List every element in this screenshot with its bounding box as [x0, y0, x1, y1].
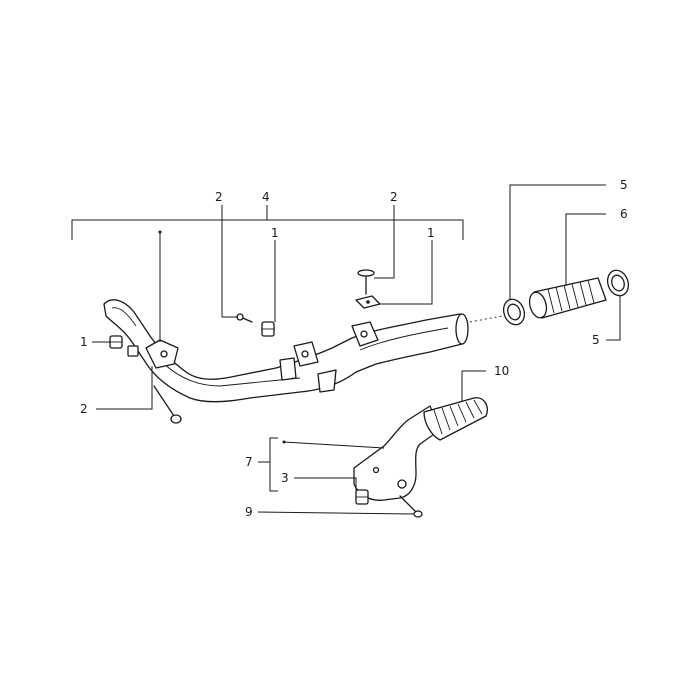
nut-upper-mid	[261, 321, 275, 337]
callout-7: 7	[245, 455, 253, 469]
pipe-foot-right	[317, 369, 337, 393]
callout-3: 3	[281, 471, 289, 485]
lower-pipe	[353, 405, 441, 501]
callout-2-left: 2	[80, 402, 88, 416]
callout-labels: 1 2 2 4 1 2 1 5 6 5 10 7 3 9	[80, 178, 628, 519]
bolt-upper-mid	[236, 313, 253, 323]
rubber-boot	[528, 277, 607, 319]
callout-5-top: 5	[620, 178, 628, 192]
pipe-foot-left	[279, 357, 297, 381]
callout-2-top-right: 2	[390, 190, 398, 204]
bolt-left	[127, 345, 182, 424]
callout-1-left: 1	[80, 335, 88, 349]
assembly-bracket-4	[71, 205, 464, 240]
nut-lower	[355, 489, 369, 505]
callout-6: 6	[620, 207, 628, 221]
callout-1-top-mid: 1	[271, 226, 279, 240]
gasket-left	[502, 298, 526, 326]
leader-lines	[92, 184, 621, 515]
callout-9: 9	[245, 505, 253, 519]
callout-2-top-left: 2	[215, 190, 223, 204]
washer-upper-right	[355, 295, 381, 309]
corrugated-hose	[423, 397, 488, 441]
screw-upper-right	[357, 269, 375, 295]
callout-4-top: 4	[262, 190, 270, 204]
callout-5-right: 5	[592, 333, 600, 347]
gasket-right	[606, 269, 630, 297]
main-pipe	[103, 299, 469, 403]
callout-10: 10	[494, 364, 509, 378]
bolt-lower	[399, 495, 423, 518]
callout-1-top-right: 1	[427, 226, 435, 240]
nut-left	[109, 335, 123, 349]
